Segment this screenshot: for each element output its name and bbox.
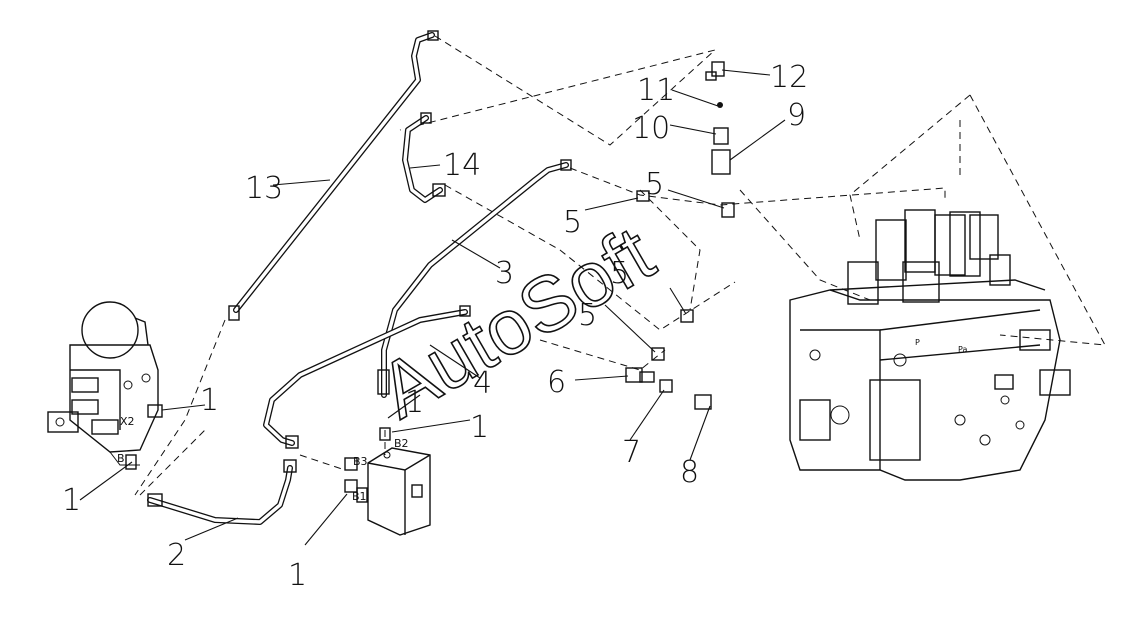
hose-13 [228,30,439,321]
callout-6: 6 [547,365,566,400]
callout-1-block-top: 1 [470,410,489,445]
callout-8: 8 [680,455,699,490]
port-label-b2: B2 [394,437,409,450]
callout-10: 10 [632,111,670,146]
callout-13: 13 [245,171,283,206]
fittings [625,61,735,410]
callout-5-lower: 5 [578,298,597,333]
callout-5-upper-left: 5 [563,205,582,240]
callout-1-block-side: 1 [288,558,307,593]
port-label-b3: B3 [353,455,368,468]
callout-1-hose3-end: 1 [405,385,424,420]
callout-1-accumulator: 1 [200,383,219,418]
port-label-b: B [117,452,125,465]
hose-2 [147,459,297,525]
hose-14 [402,112,446,203]
port-label-p: P [915,338,920,347]
assembly-dashed-lines [134,35,1106,496]
callout-5-upper-right: 5 [645,167,664,202]
callout-7: 7 [622,435,641,470]
main-control-valve [789,209,1071,481]
callout-11: 11 [637,73,675,108]
port-label-b1: B1 [352,490,367,503]
callout-numbers: 1 1 1 1 1 2 3 4 5 5 5 5 6 7 8 9 10 11 12… [62,60,808,593]
callout-1-accumulator-port: 1 [62,483,81,518]
port-label-x2: X2 [120,415,135,428]
accumulator-valve-block [47,301,163,470]
callout-4: 4 [473,366,492,401]
junction-block [344,427,431,536]
port-label-pa: Pa [958,345,967,354]
callout-2: 2 [167,538,186,573]
hose-4 [263,305,471,449]
callout-12: 12 [770,60,808,95]
port-labels: X2 B B3 B2 B1 P Pa [117,338,967,503]
callout-leaders [79,69,786,546]
callout-9: 9 [787,98,806,133]
hose-3 [377,159,572,398]
callout-5-middle: 5 [610,256,629,291]
callout-14: 14 [443,148,481,183]
callout-3: 3 [495,256,514,291]
